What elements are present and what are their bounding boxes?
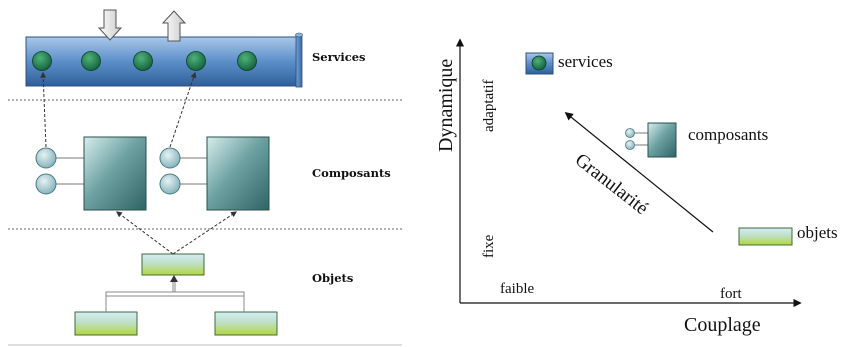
component-left	[35, 136, 147, 211]
service-dot	[237, 51, 257, 71]
composants-marker	[647, 122, 677, 158]
service-bus	[25, 32, 303, 88]
dashed-connector	[172, 211, 237, 255]
y-tick-bottom: fixe	[481, 234, 497, 258]
x-tick-left: faible	[500, 281, 534, 297]
service-dot	[81, 51, 101, 71]
component-port	[159, 147, 181, 169]
y-tick-top: adaptatif	[481, 80, 497, 132]
x-axis-label: Couplage	[684, 314, 761, 336]
component-box	[206, 136, 270, 211]
layer-label-services: Services	[312, 50, 366, 64]
layer-label-composants: Composants	[312, 166, 391, 180]
y-axis-label: Dynamique	[435, 59, 457, 152]
composants-marker-port	[625, 128, 635, 138]
composants-marker-port	[625, 140, 635, 150]
object-box-child	[214, 311, 278, 336]
inheritance-arrowhead	[170, 275, 178, 282]
component-box	[83, 136, 147, 211]
x-tick-right: fort	[720, 286, 742, 302]
service-dot	[32, 51, 52, 71]
services-marker-dot	[531, 55, 547, 71]
component-port	[35, 173, 57, 195]
dashed-connector	[116, 211, 174, 255]
arrow-down-icon	[97, 9, 123, 41]
component-port	[35, 147, 57, 169]
objets-marker	[738, 227, 793, 246]
left-layered-diagram: Services Composants	[8, 9, 402, 346]
composants-item-label: composants	[688, 125, 768, 144]
layer-label-objets: Objets	[312, 271, 353, 285]
component-right	[159, 136, 270, 211]
dashed-connector	[169, 71, 197, 148]
inheritance-tree	[105, 280, 245, 312]
dashed-connector	[40, 71, 47, 148]
right-positioning-diagram: Dynamique Couplage adaptatif fixe faible…	[435, 38, 838, 336]
service-dot	[133, 51, 153, 71]
objets-item-label: objets	[797, 223, 838, 242]
granularity-arrow	[564, 111, 714, 233]
object-box-child	[74, 311, 138, 336]
component-port	[159, 173, 181, 195]
service-dot	[186, 51, 206, 71]
arrow-up-icon	[161, 10, 187, 42]
object-box-parent	[141, 253, 205, 276]
services-item-label: services	[558, 52, 613, 71]
granularity-label: Granularité	[571, 149, 652, 219]
